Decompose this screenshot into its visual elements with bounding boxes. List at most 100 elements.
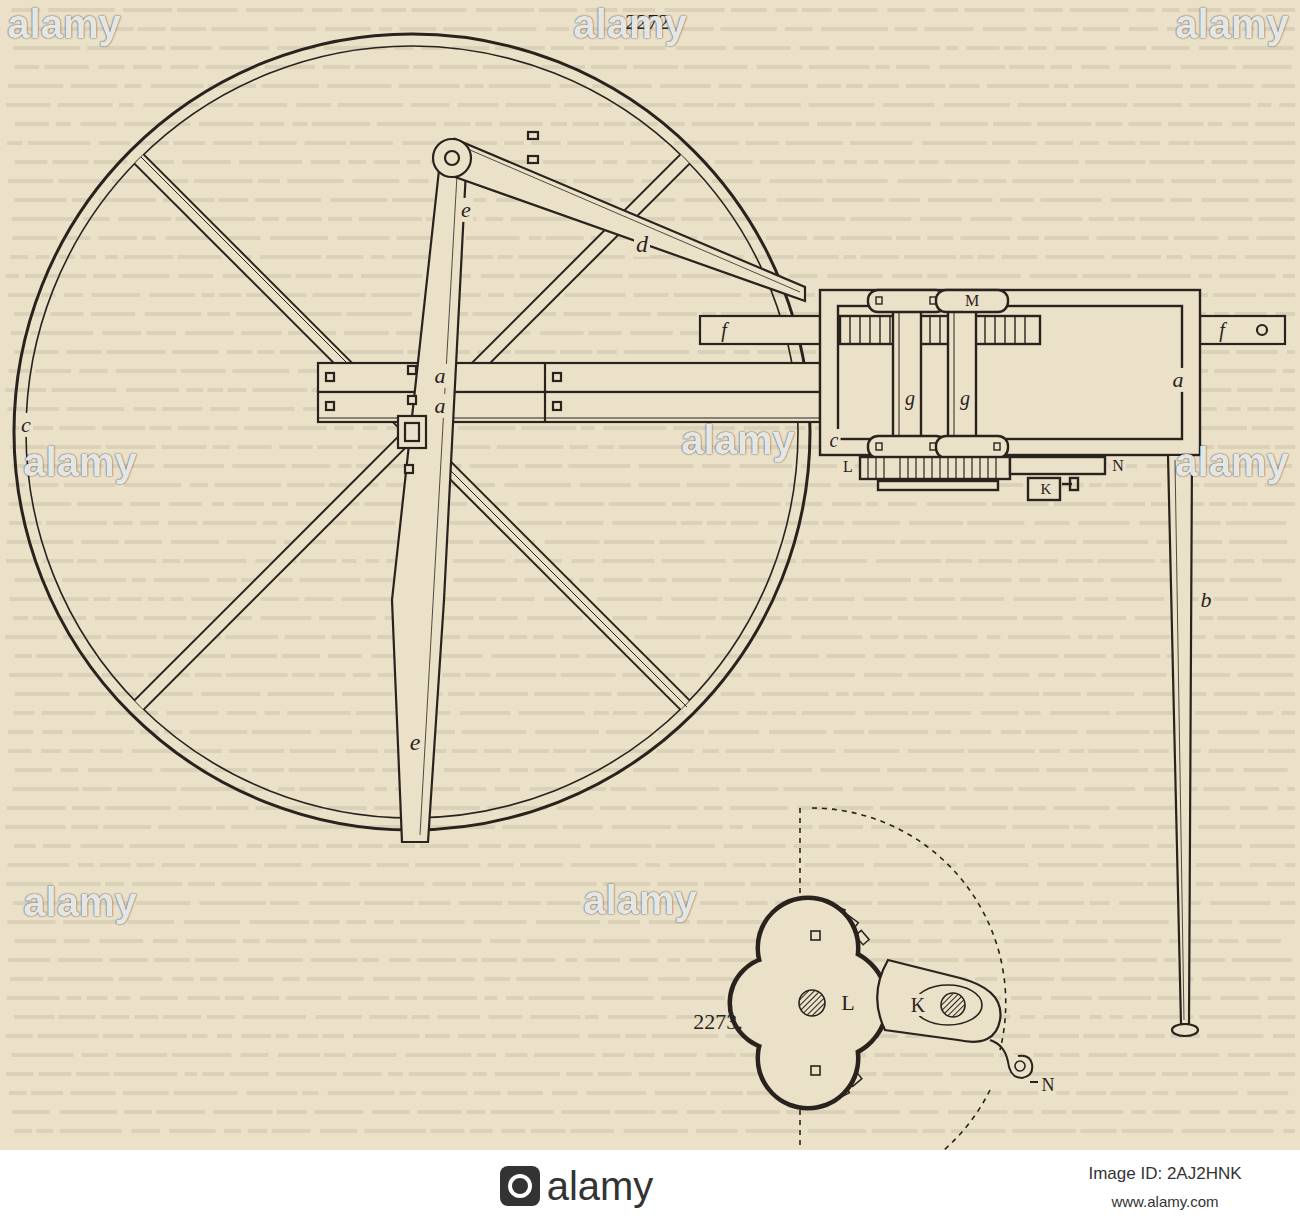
text-texture [858, 920, 914, 924]
text-texture [1191, 806, 1230, 810]
text-texture [351, 8, 374, 12]
text-texture [571, 863, 637, 867]
text-texture [374, 160, 400, 164]
text-texture [381, 8, 406, 12]
text-texture [1133, 1053, 1176, 1057]
text-texture [392, 198, 441, 202]
text-texture [777, 198, 824, 202]
text-texture [13, 787, 79, 791]
text-texture [67, 350, 102, 354]
text-texture [255, 198, 321, 202]
text-texture [709, 730, 760, 734]
text-texture [168, 521, 197, 525]
text-texture [555, 502, 604, 506]
text-texture [1072, 1110, 1124, 1114]
text-texture [995, 882, 1038, 886]
text-texture [432, 882, 465, 886]
text-texture [1181, 1129, 1225, 1133]
text-texture [1119, 901, 1177, 905]
text-texture [233, 369, 290, 373]
text-texture [729, 578, 772, 582]
text-texture [809, 103, 875, 107]
text-texture [934, 8, 958, 12]
text-texture [1223, 179, 1259, 183]
text-texture [320, 1129, 357, 1133]
text-texture [356, 711, 395, 715]
text-texture [1240, 806, 1268, 810]
text-texture [8, 958, 50, 962]
text-texture [227, 540, 276, 544]
text-texture [652, 1034, 718, 1038]
text-texture [553, 749, 586, 753]
text-texture [347, 312, 412, 316]
text-texture [1209, 749, 1264, 753]
text-texture [95, 616, 137, 620]
text-texture [679, 673, 699, 677]
text-texture [453, 559, 505, 563]
text-texture [479, 616, 518, 620]
text-texture [611, 787, 647, 791]
text-texture [247, 1091, 297, 1095]
text-texture [124, 255, 173, 259]
text-texture [965, 673, 983, 677]
text-texture [1032, 844, 1064, 848]
text-texture [930, 540, 985, 544]
text-texture [232, 464, 285, 468]
text-texture [248, 1129, 267, 1133]
text-texture [469, 464, 518, 468]
text-texture [224, 1129, 241, 1133]
text-texture [739, 198, 767, 202]
text-texture [1116, 711, 1173, 715]
text-texture [1030, 274, 1077, 278]
text-texture [427, 977, 474, 981]
text-texture [646, 863, 660, 867]
text-texture [904, 635, 928, 639]
text-texture [353, 1053, 397, 1057]
text-texture [43, 844, 71, 848]
text-texture [177, 8, 238, 12]
text-texture [58, 958, 103, 962]
cam-parts [799, 931, 1038, 1082]
text-texture [566, 1072, 593, 1076]
text-texture [1141, 236, 1168, 240]
text-texture [186, 939, 236, 943]
text-texture [1259, 217, 1295, 221]
text-texture [1122, 1129, 1173, 1133]
text-texture [350, 939, 417, 943]
text-texture [603, 1053, 625, 1057]
text-texture [130, 502, 160, 506]
text-texture [132, 749, 174, 753]
text-texture [296, 502, 329, 506]
text-texture [581, 426, 595, 430]
text-texture [696, 977, 736, 981]
text-texture [771, 863, 796, 867]
text-texture [14, 578, 56, 582]
text-texture [1071, 844, 1103, 848]
text-texture [946, 46, 958, 50]
text-texture [1213, 293, 1256, 297]
text-texture [747, 768, 812, 772]
text-texture [365, 901, 414, 905]
part-letter: f [719, 319, 729, 341]
text-texture [1013, 806, 1047, 810]
text-texture [875, 1053, 895, 1057]
text-texture [470, 1129, 493, 1133]
text-texture [995, 768, 1039, 772]
text-texture [217, 1034, 232, 1038]
text-texture [648, 578, 666, 582]
text-texture [585, 1015, 598, 1019]
text-texture [185, 331, 234, 335]
text-texture [501, 1129, 525, 1133]
text-texture [724, 844, 786, 848]
text-texture [243, 1015, 306, 1019]
text-texture [598, 103, 613, 107]
text-texture [186, 388, 203, 392]
text-texture [912, 711, 929, 715]
text-texture [1038, 863, 1097, 867]
text-texture [531, 1129, 565, 1133]
text-texture [513, 293, 538, 297]
text-texture [1285, 635, 1295, 639]
text-texture [1018, 103, 1067, 107]
text-texture [379, 27, 392, 31]
